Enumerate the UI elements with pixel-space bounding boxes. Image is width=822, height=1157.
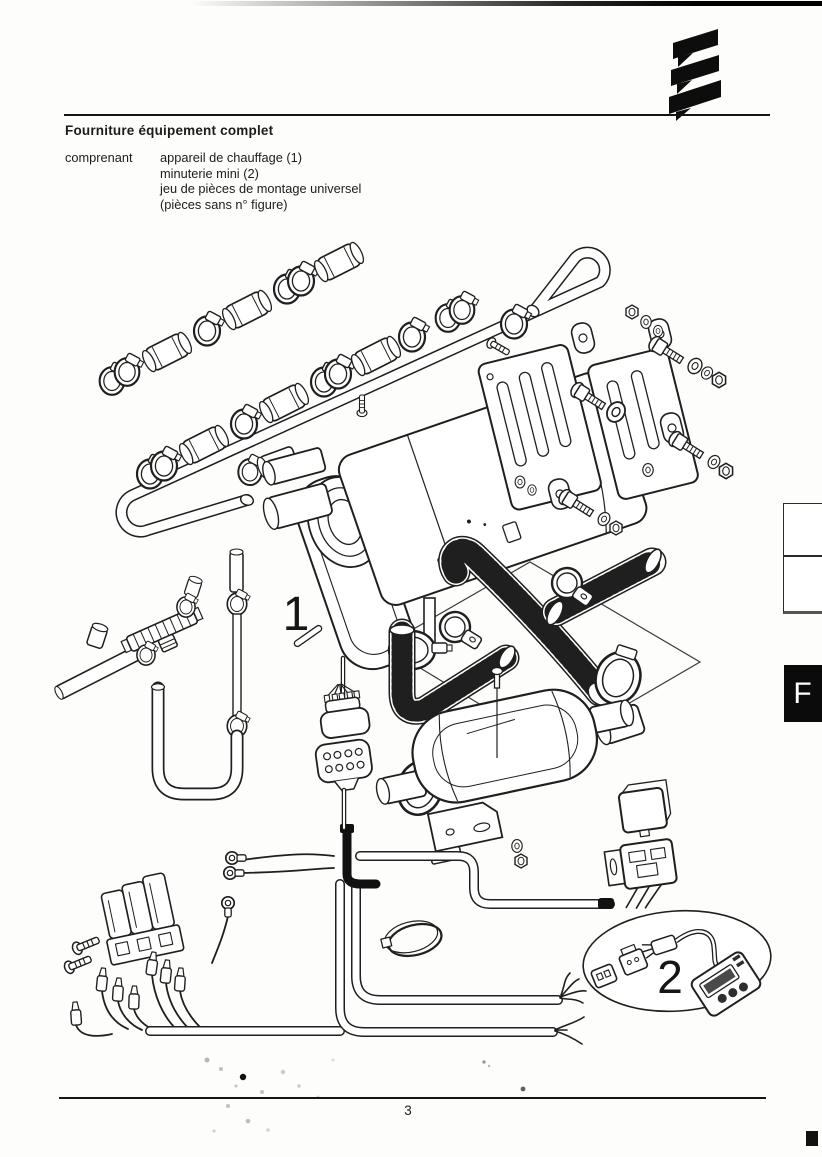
print-corner-mark bbox=[806, 1131, 818, 1146]
exhaust-muffler bbox=[375, 666, 635, 869]
duct-clamp-set bbox=[396, 564, 646, 816]
flexible-duct-set bbox=[388, 535, 667, 725]
fuse-block bbox=[100, 872, 185, 966]
part-label-1: 1 bbox=[283, 588, 310, 641]
wire-coil bbox=[380, 920, 443, 958]
kit-item: (pièces sans n° figure) bbox=[160, 196, 288, 212]
harness-connector-lower bbox=[314, 738, 373, 792]
kit-item-list: appareil de chauffage (1) minuterie mini… bbox=[160, 150, 361, 212]
heater-unit: 1 bbox=[262, 372, 648, 671]
timer-kit: 2 bbox=[582, 909, 772, 1017]
scan-artifact-line bbox=[190, 1, 822, 6]
frayed-wire-ends bbox=[554, 972, 587, 1045]
mini-timer bbox=[690, 951, 762, 1017]
page-title: Fourniture équipement complet bbox=[65, 123, 274, 138]
margin-index-box-2 bbox=[783, 556, 822, 614]
section-tab-f: F bbox=[784, 665, 822, 722]
scan-speckles bbox=[204, 1057, 526, 1133]
margin-index-box-1 bbox=[783, 503, 822, 556]
header-rule bbox=[64, 114, 770, 116]
timer-connector-large bbox=[618, 943, 649, 976]
kit-item: minuterie mini (2) bbox=[160, 165, 259, 181]
kit-item: appareil de chauffage (1) bbox=[160, 150, 303, 165]
kit-boundary-outline bbox=[382, 561, 702, 749]
mounting-bracket-set bbox=[477, 304, 734, 536]
timer-connector-small bbox=[590, 963, 618, 989]
footer-rule bbox=[59, 1097, 766, 1099]
fuel-line-set bbox=[54, 548, 252, 801]
part-label-2: 2 bbox=[657, 951, 683, 1003]
intro-label: comprenant bbox=[65, 150, 133, 165]
page-number: 3 bbox=[404, 1103, 412, 1118]
kit-item: jeu de pièces de montage universel bbox=[160, 181, 362, 196]
hose-clamp-set bbox=[98, 239, 534, 490]
wiring-harness bbox=[61, 655, 678, 1045]
exhaust-intake-pipe bbox=[115, 246, 611, 538]
section-tab-letter: F bbox=[793, 676, 813, 710]
relay bbox=[603, 779, 678, 909]
kit-contents: comprenant appareil de chauffage (1) min… bbox=[65, 150, 361, 212]
eberspaecher-logo bbox=[669, 29, 721, 121]
harness-connector-upper bbox=[319, 683, 371, 739]
timer-plug bbox=[641, 934, 678, 959]
